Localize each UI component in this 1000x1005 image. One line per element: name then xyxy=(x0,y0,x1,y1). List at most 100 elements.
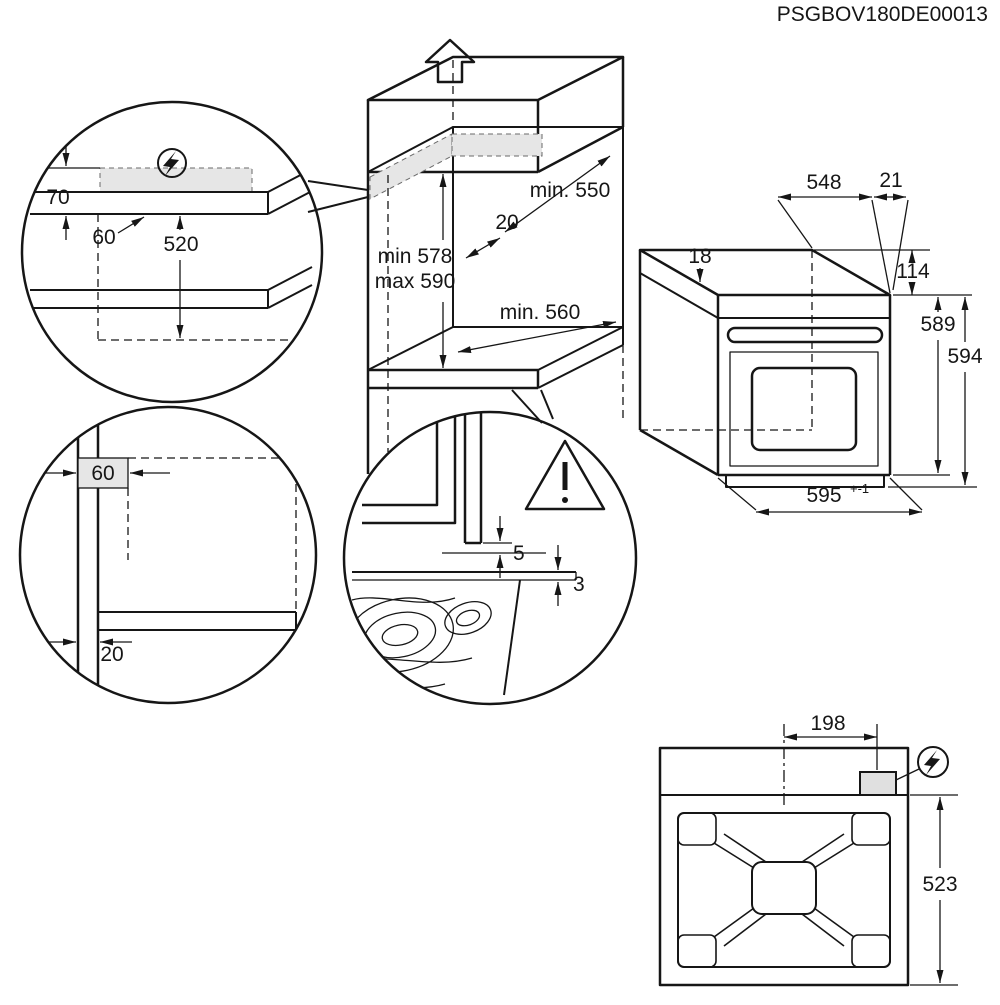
control-strip-side xyxy=(639,272,719,319)
niche-depth-label: min. 550 xyxy=(530,179,611,202)
detail-plan-content: 60 20 xyxy=(36,408,297,702)
electrical-recess-back xyxy=(451,133,543,157)
terminal-box xyxy=(859,771,897,796)
dim-arrow-20 xyxy=(465,237,501,259)
oven-door xyxy=(729,351,879,467)
cabinet-column xyxy=(366,38,625,474)
brace-line xyxy=(813,907,855,938)
outlet-distance-label: 520 xyxy=(163,233,198,256)
wedge-top-a xyxy=(307,180,369,191)
grain-ring xyxy=(455,609,481,627)
wedge-top-b xyxy=(307,196,369,213)
grain-ring xyxy=(363,611,437,659)
top-recess-label: 18 xyxy=(688,245,711,268)
cabinet-top-face xyxy=(366,55,625,102)
oven-height-label: 589 xyxy=(920,313,955,336)
wall-thickness-label: 20 xyxy=(100,643,123,666)
electrical-recess-side xyxy=(369,133,453,200)
body-depth-label: 548 xyxy=(806,171,841,194)
ext-line-21 xyxy=(892,199,909,291)
oven-top-face xyxy=(638,248,892,297)
brace-line xyxy=(723,833,767,863)
niche-top-right-slant xyxy=(537,125,624,174)
rear-height-label: 523 xyxy=(922,873,957,896)
exclamation-dot xyxy=(562,497,568,503)
lower-shelf-slant-b xyxy=(267,284,313,309)
ext-line-595-left xyxy=(717,477,757,511)
brace-line xyxy=(713,907,755,938)
oven-3d-view: 18 548 21 114 589 594 595 +-1 xyxy=(638,169,983,516)
niche-bottom-left-slant xyxy=(367,326,454,371)
oven-door-window xyxy=(750,366,858,452)
brace-line xyxy=(801,913,845,947)
dim-arrow-560 xyxy=(457,320,617,354)
detail-pointer-wedges xyxy=(307,180,554,424)
oven-plinth xyxy=(725,475,885,488)
panel-gap-label: 5 xyxy=(513,542,525,565)
niche-height-max-label: max 590 xyxy=(375,270,456,293)
ext-line-548-right xyxy=(871,199,891,294)
detail-circle-outline xyxy=(18,405,318,705)
grain-ring xyxy=(346,597,454,673)
exclamation-triangle-icon xyxy=(524,439,606,511)
cross-brace xyxy=(713,833,855,947)
wood-grain xyxy=(346,597,492,689)
wedge-bottom-b xyxy=(540,389,554,420)
rear-rail-inner xyxy=(362,413,457,525)
wood-cut-edge xyxy=(503,579,521,696)
power-leader-line xyxy=(895,768,920,781)
oven-total-height-label: 594 xyxy=(947,345,982,368)
high-voltage-bolt-icon xyxy=(924,750,940,775)
detail-rear-gap: 5 3 xyxy=(342,410,638,706)
brace-line xyxy=(723,913,767,947)
ext-line-595-right xyxy=(889,477,923,511)
oven-rear-view: 198 523 xyxy=(658,712,958,987)
brace-line xyxy=(713,842,755,869)
recess-strip xyxy=(99,167,253,193)
grain-wave xyxy=(351,597,456,603)
recess-height-label: 70 xyxy=(46,186,69,209)
niche-height-min-label: min 578 xyxy=(378,245,453,268)
lower-shelf-slant-a xyxy=(267,266,313,291)
oven-width-tolerance: +-1 xyxy=(850,481,869,496)
grain-ring xyxy=(381,623,419,647)
drawing-code: PSGBOV180DE00013 xyxy=(777,3,988,26)
corner-pad xyxy=(677,934,717,968)
detail-circle-outline xyxy=(20,100,324,404)
ext-line-548-left xyxy=(777,199,813,249)
detail-electrical-content: 70 60 520 xyxy=(30,142,313,341)
brace-line xyxy=(801,833,845,863)
cabinet-dimensions: min. 550 20 min 578 max 590 min. 560 xyxy=(375,155,617,368)
detail-electrical-recess: 70 60 520 xyxy=(20,100,324,404)
niche-width-label: min. 560 xyxy=(500,301,581,324)
rear-rail-outer xyxy=(362,413,439,507)
panel-height-label: 114 xyxy=(896,260,930,283)
grain-ring xyxy=(444,601,492,635)
up-arrow-icon xyxy=(424,38,476,84)
shelf-right-slant xyxy=(537,344,624,389)
corner-pad xyxy=(677,812,717,846)
shelf-depth-slant-a xyxy=(267,168,313,193)
wedge-bottom-a xyxy=(511,389,543,424)
oven-width-label: 595 xyxy=(806,484,841,507)
power-symbol-circle xyxy=(157,148,187,178)
grain-wave xyxy=(351,683,446,689)
power-symbol-circle xyxy=(917,746,949,778)
shelf-gap-label: 3 xyxy=(573,573,585,596)
corner-pad xyxy=(851,934,891,968)
dim-arrow-550 xyxy=(504,155,611,233)
oven-side-bottom-edge xyxy=(639,428,719,477)
high-voltage-bolt-icon xyxy=(163,151,179,176)
niche-top-left-slant xyxy=(367,126,454,173)
detail-gap-content: 5 3 xyxy=(346,413,606,696)
door-depth-label: 21 xyxy=(879,169,902,192)
grain-wave xyxy=(351,657,473,663)
niche-bottom-right-slant xyxy=(537,326,624,371)
center-emboss xyxy=(751,861,817,915)
detail-plan-view: 60 20 xyxy=(18,405,318,705)
rear-panel xyxy=(677,812,891,968)
recess-plan-label: 60 xyxy=(91,462,114,485)
terminal-offset-label: 198 xyxy=(810,712,845,735)
